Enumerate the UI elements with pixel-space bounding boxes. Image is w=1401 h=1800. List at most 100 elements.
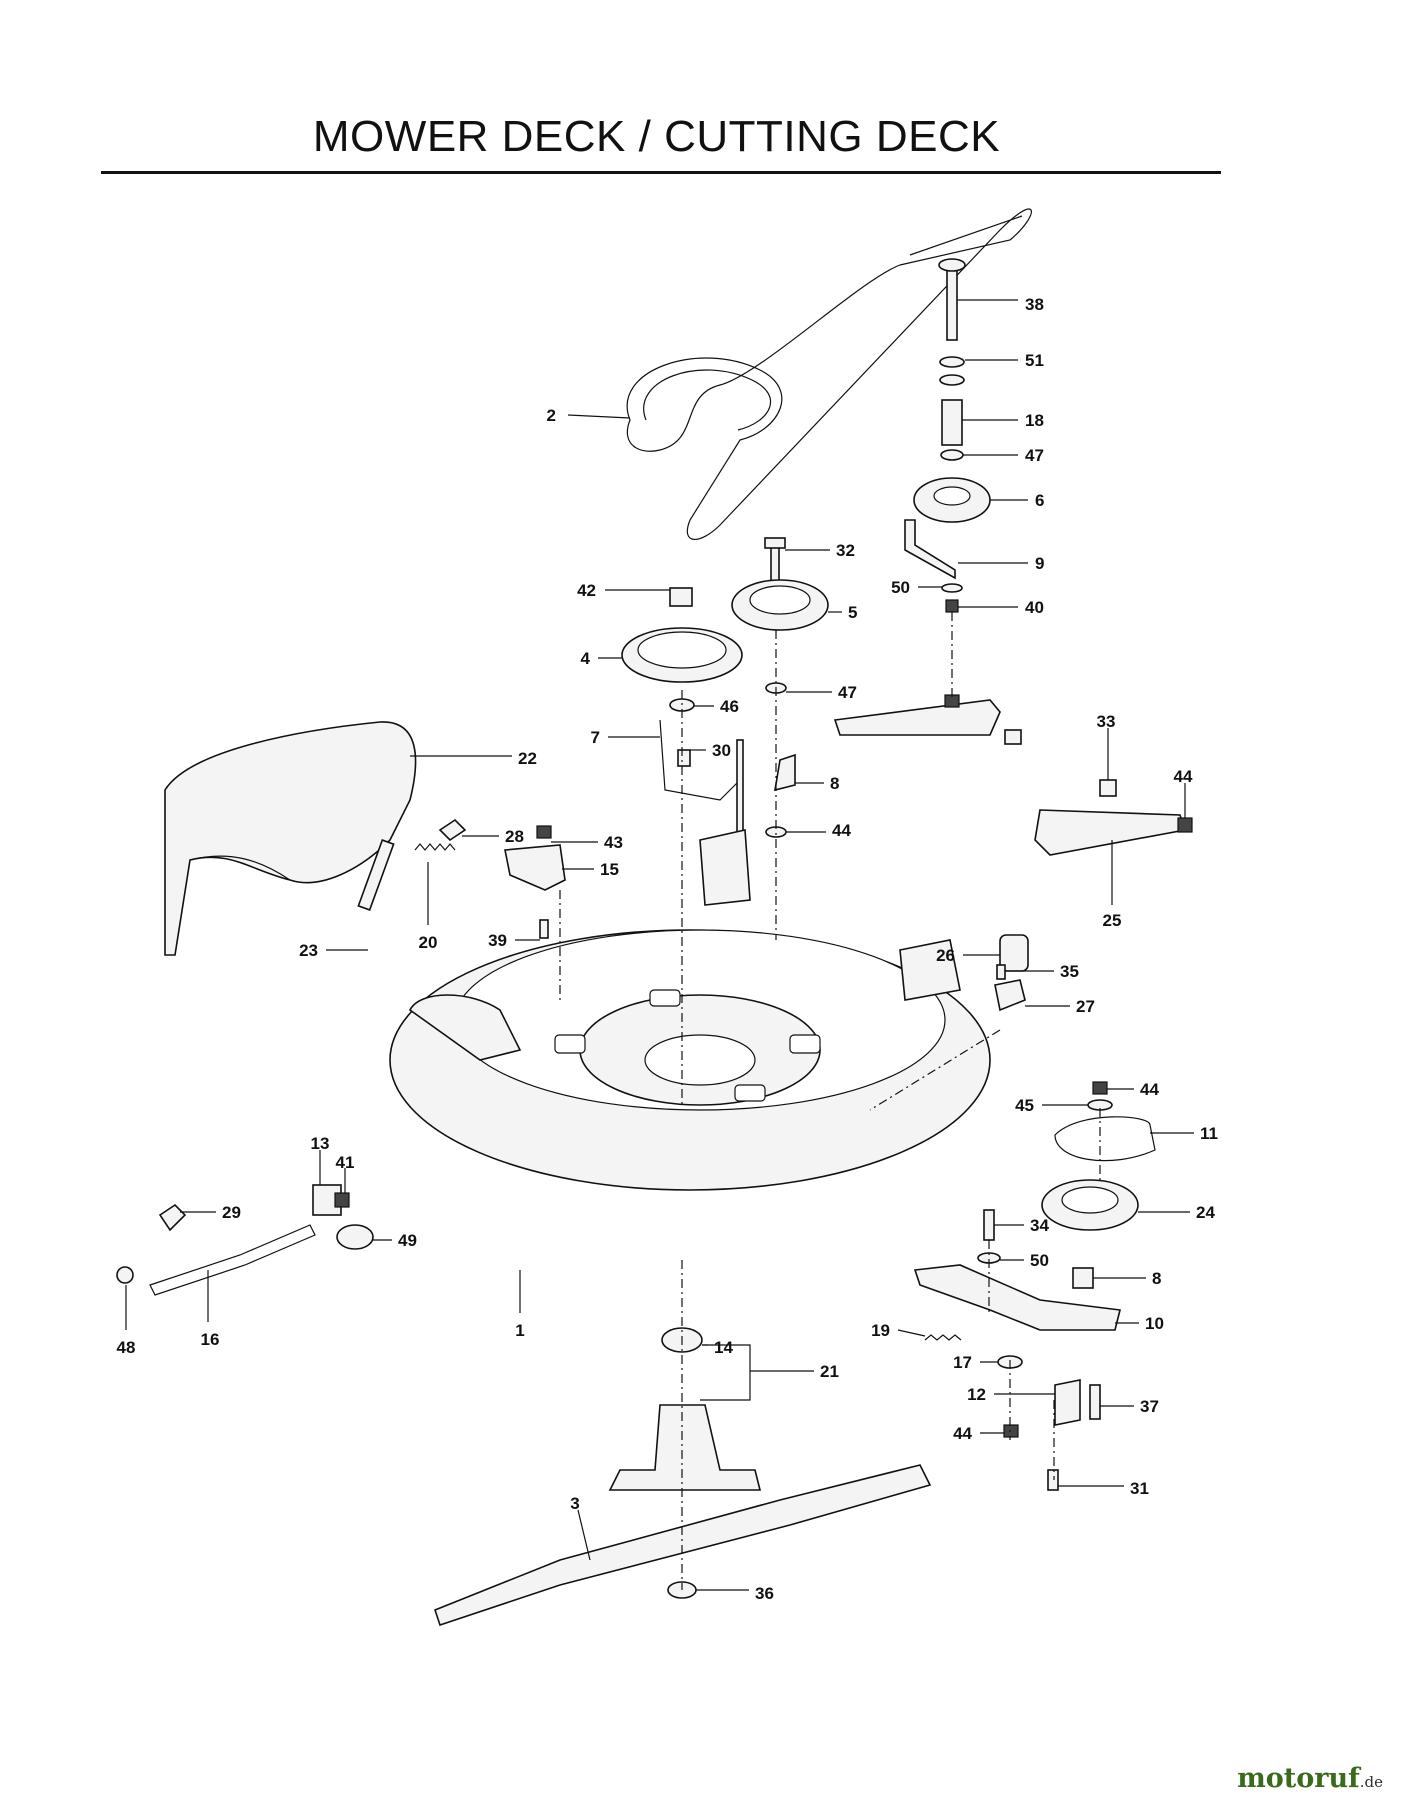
belt-guide-7-part [659, 719, 741, 801]
callout-label-6: 6 [1035, 491, 1044, 510]
nut-44a-part [1177, 817, 1193, 833]
callout-label-15: 15 [600, 860, 619, 879]
callout-label-4: 4 [581, 649, 591, 668]
page-title: MOWER DECK / CUTTING DECK [312, 112, 1001, 161]
drive-belt-part [626, 208, 1032, 540]
callout-label-39: 39 [488, 931, 507, 950]
callout-label-5: 5 [848, 603, 857, 622]
hair-pin-29-part [158, 1203, 187, 1232]
callout-label-48: 48 [117, 1338, 136, 1357]
shield-11-part [1054, 1116, 1156, 1162]
callout-label-35: 35 [1060, 962, 1079, 981]
callout-label-37: 37 [1140, 1397, 1159, 1416]
callout-label-30: 30 [712, 741, 731, 760]
callout-label-9: 9 [1035, 554, 1044, 573]
bracket-8-part [774, 753, 796, 792]
bolt-38-part [946, 264, 958, 341]
callout-label-50: 50 [891, 578, 910, 597]
callout-label-47: 47 [1025, 446, 1044, 465]
idler-bracket-9-part [904, 519, 956, 580]
nut-42-part [669, 587, 693, 607]
callout-label-21: 21 [820, 1362, 839, 1381]
alignment-axes [559, 612, 1101, 1590]
callout-label-46: 46 [720, 697, 739, 716]
callout-label-28: 28 [505, 827, 524, 846]
callout-label-51: 51 [1025, 351, 1044, 370]
pivot-rod-23-part [357, 839, 395, 911]
deck-cover-22-part [164, 721, 417, 956]
arm-upper-part [833, 699, 1001, 736]
washer-51-part [939, 356, 965, 368]
lift-arms [833, 694, 1193, 856]
callout-leader-19 [897, 1329, 926, 1337]
callout-label-17: 17 [953, 1353, 972, 1372]
spacer-18-part [941, 399, 963, 446]
callout-label-34: 34 [1030, 1216, 1049, 1235]
callout-label-50: 50 [1030, 1251, 1049, 1270]
watermark-logo: motoruf.de [1237, 1763, 1383, 1794]
callout-label-8: 8 [830, 774, 839, 793]
callout-label-38: 38 [1025, 295, 1044, 314]
washer-50-part [941, 583, 963, 593]
callout-label-41: 41 [336, 1153, 355, 1172]
deck-cover-assembly [164, 721, 467, 956]
callout-label-44: 44 [1140, 1080, 1159, 1099]
bolt-33-part [1099, 779, 1117, 797]
callout-leader-2 [567, 414, 631, 419]
watermark-tld: .de [1359, 1773, 1383, 1791]
left-linkage-assembly [116, 1184, 374, 1296]
callout-label-44: 44 [953, 1424, 972, 1443]
callout-label-19: 19 [871, 1321, 890, 1340]
bolt-37-part [1089, 1384, 1101, 1420]
callout-label-8: 8 [1152, 1269, 1161, 1288]
pulley-assembly-center [621, 537, 829, 712]
washer-47-part [940, 449, 964, 461]
title-rule [101, 171, 1221, 174]
callout-label-16: 16 [201, 1330, 220, 1349]
nut-41-part [334, 1192, 350, 1208]
callout-label-33: 33 [1097, 712, 1116, 731]
callout-label-20: 20 [419, 933, 438, 952]
callout-label-36: 36 [755, 1584, 774, 1603]
callout-label-22: 22 [518, 749, 537, 768]
bolt-39-part [539, 919, 549, 939]
nut-44c-part [1092, 1081, 1108, 1095]
deck-shell-1-part [389, 829, 991, 1191]
callout-label-3: 3 [570, 1494, 579, 1513]
callout-label-47: 47 [838, 683, 857, 702]
callout-label-49: 49 [398, 1231, 417, 1250]
callout-label-12: 12 [967, 1385, 986, 1404]
callout-leader-3 [577, 1509, 591, 1561]
bolt-32-part [770, 544, 780, 586]
callout-label-31: 31 [1130, 1479, 1149, 1498]
callout-label-11: 11 [1200, 1124, 1218, 1143]
callout-label-44: 44 [832, 821, 851, 840]
callout-label-10: 10 [1145, 1314, 1164, 1333]
callout-label-43: 43 [604, 833, 623, 852]
spring-19-part [924, 1334, 962, 1341]
callout-label-42: 42 [577, 581, 596, 600]
callout-label-44: 44 [1174, 767, 1193, 786]
washer-51b-part [939, 374, 965, 386]
callout-label-7: 7 [591, 728, 600, 747]
bracket-27-part [994, 979, 1026, 1012]
cotter-pin-28-part [438, 818, 467, 842]
bolt-35-part [996, 964, 1006, 980]
callout-bracket-14-21 [700, 1344, 751, 1401]
bolt-31-part [1047, 1469, 1059, 1491]
nut-40-part [945, 599, 959, 613]
idler-arm-10-part [913, 1264, 1121, 1331]
washer-49-part [336, 1224, 374, 1250]
callout-label-29: 29 [222, 1203, 241, 1222]
washer-48-part [116, 1266, 134, 1284]
callout-label-25: 25 [1103, 911, 1122, 930]
bracket-8b-part [1072, 1267, 1094, 1289]
watermark-name: motoruf [1237, 1763, 1360, 1794]
bracket-12-part [1054, 1379, 1081, 1426]
callout-label-2: 2 [547, 406, 556, 425]
callout-label-32: 32 [836, 541, 855, 560]
callout-label-13: 13 [311, 1134, 330, 1153]
callout-label-1: 1 [515, 1321, 524, 1340]
